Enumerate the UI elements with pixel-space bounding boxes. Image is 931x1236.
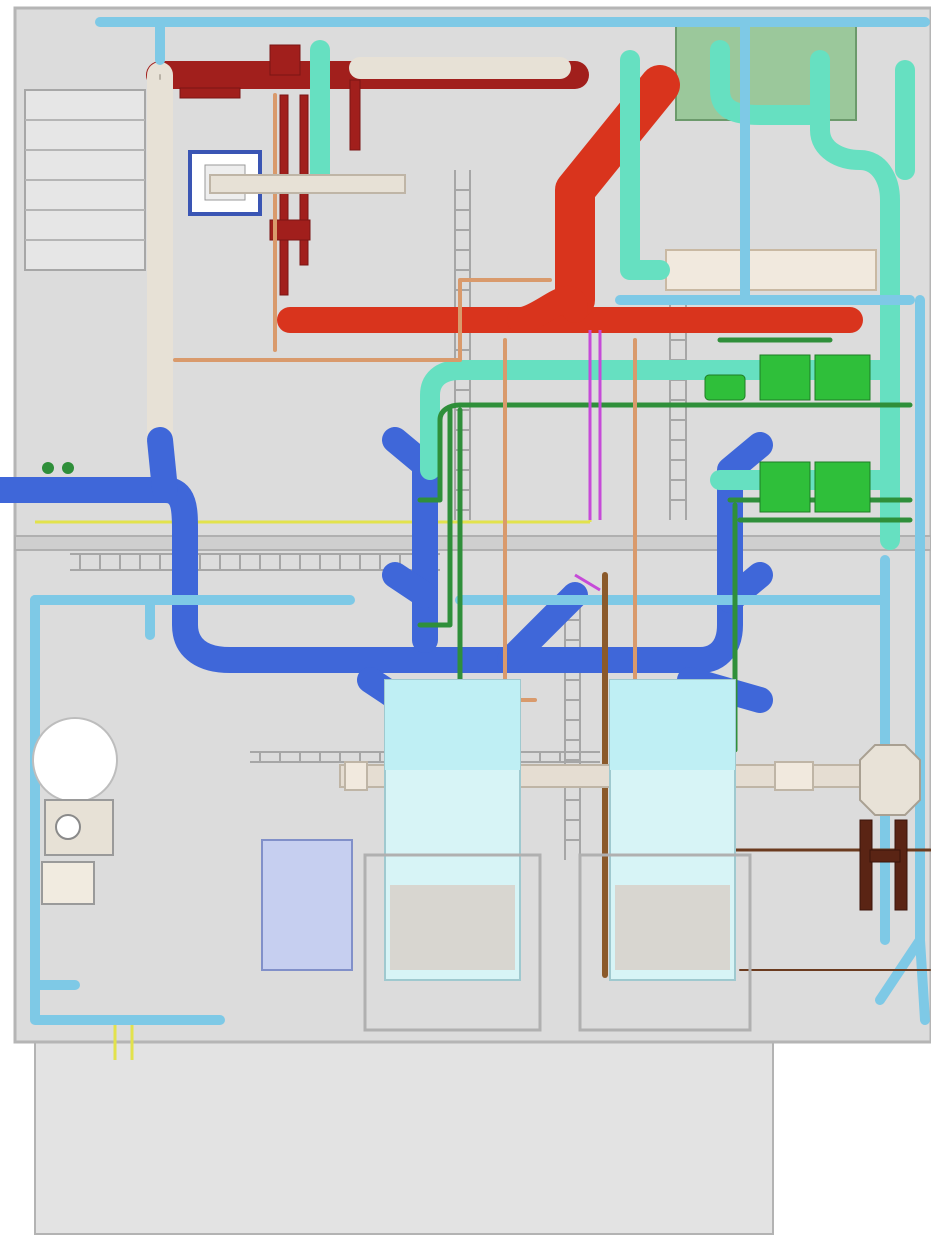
octagon-equipment [859, 744, 921, 816]
blue-ducts [0, 427, 773, 713]
left-fittings [42, 462, 74, 474]
copper-pipes [173, 93, 652, 702]
tank-right [578, 679, 752, 1032]
stairs-upper-left [24, 89, 146, 271]
cream-duct [147, 57, 571, 453]
lower-extension-floor [34, 1039, 774, 1235]
tank-left [363, 679, 542, 1032]
cream-equipment-block [665, 249, 877, 291]
magenta-line [574, 330, 602, 592]
light-blue-pipes [30, 17, 930, 1025]
floor-divider-wall [14, 535, 931, 551]
valve-cluster-right [859, 819, 908, 911]
pool-cover [261, 839, 353, 971]
green-boxes [704, 354, 871, 513]
round-equipment [32, 717, 118, 905]
